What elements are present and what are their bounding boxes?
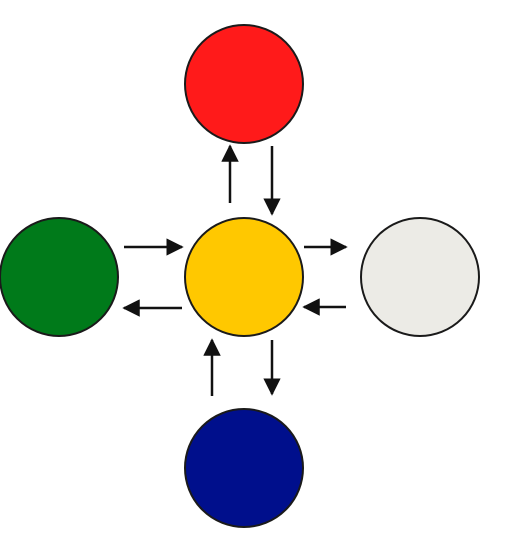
node-center-yellow (184, 217, 304, 337)
node-bottom-navy (184, 408, 304, 528)
node-top-red (184, 24, 304, 144)
node-right-light-gray (360, 217, 480, 337)
node-left-green (0, 217, 119, 337)
